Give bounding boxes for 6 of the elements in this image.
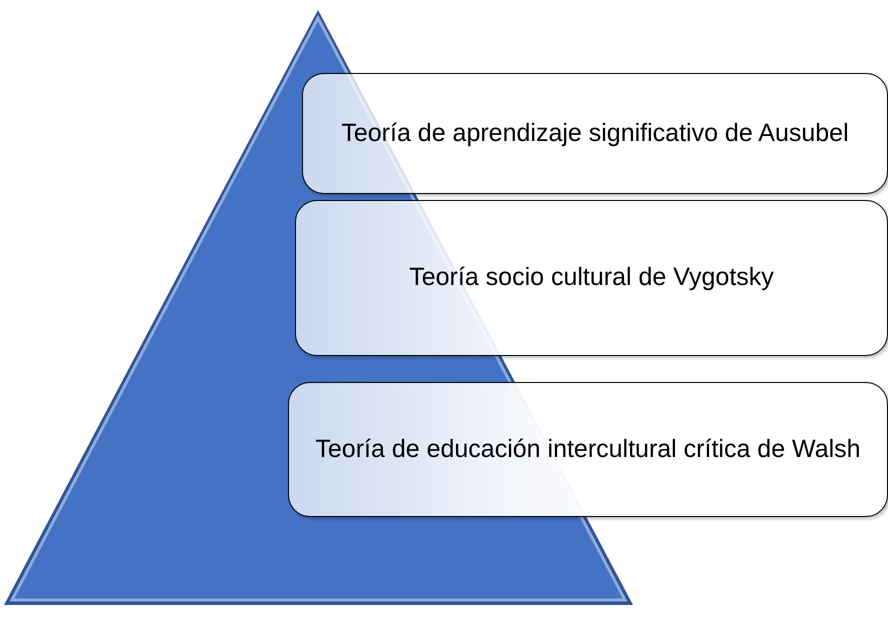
box-label: Teoría de educación intercultural crítica de Walsh (314, 436, 862, 464)
box-label: Teoría socio cultural de Vygotsky (408, 264, 775, 292)
box-label: Teoría de aprendizaje significativo de Ausubel (340, 120, 850, 148)
text-box (302, 73, 888, 194)
text-box (288, 382, 888, 517)
text-box (295, 200, 888, 356)
